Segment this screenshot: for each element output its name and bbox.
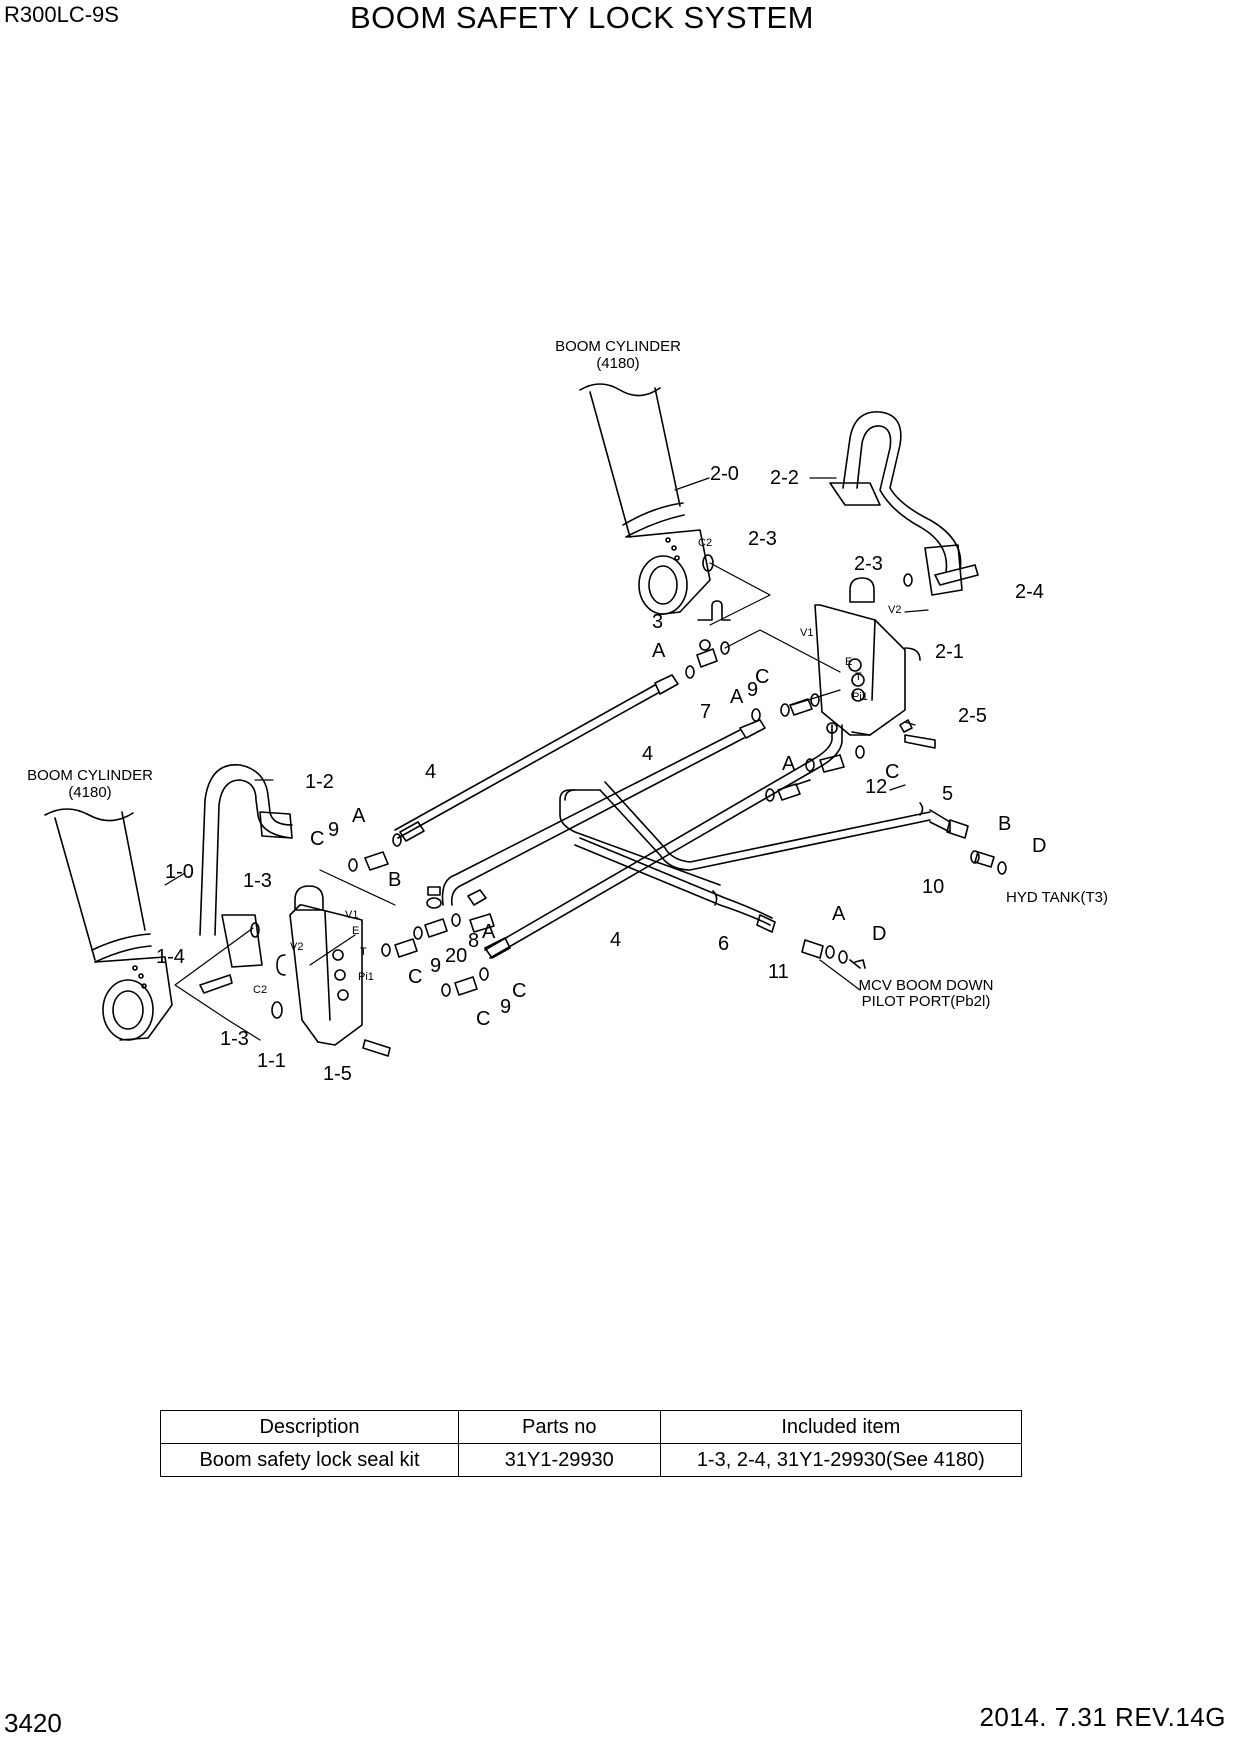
mcv-label-line1: MCV BOOM DOWN	[859, 977, 994, 994]
callout-8: 8	[468, 930, 479, 952]
tube-5	[559, 781, 951, 886]
model-number: R300LC-9S	[4, 2, 119, 27]
valve-block-2-1	[814, 577, 921, 736]
callout-B-2: B	[998, 813, 1011, 835]
part-callouts: 2-0 2-2 2-3 2-3 2-4 2-1 2-5 3 7 12 1-0 1…	[156, 463, 1046, 1085]
tube-1-2	[199, 764, 293, 968]
callout-4-b: 4	[642, 743, 653, 765]
callout-2-3-top: 2-3	[748, 528, 777, 550]
callout-D-2: D	[872, 923, 886, 945]
port-c2-upper: C2	[698, 537, 712, 549]
callout-7: 7	[700, 701, 711, 723]
callout-C-2: C	[755, 666, 769, 688]
revision-date: 2014. 7.31 REV.14G	[979, 1702, 1226, 1732]
hose-4-middle	[441, 719, 766, 906]
header-description: Description	[160, 1410, 459, 1444]
header-included-item: Included item	[659, 1410, 1023, 1444]
port-marks: C2 V2 V1 E T Pi1 C2 V1 V2 E T Pi1	[253, 537, 901, 996]
callout-2-4: 2-4	[1015, 581, 1044, 603]
callout-C-6: C	[476, 1008, 490, 1030]
callout-3: 3	[652, 611, 663, 633]
callout-1-5: 1-5	[323, 1063, 352, 1085]
upper-boom-cylinder	[579, 383, 711, 616]
callout-9-b: 9	[747, 679, 758, 701]
port-e-upper: E	[845, 656, 852, 668]
callout-1-3-top: 1-3	[243, 870, 272, 892]
hose-4-upper	[394, 674, 679, 842]
callout-C-4: C	[408, 966, 422, 988]
callout-9-d: 9	[500, 996, 511, 1018]
callout-A-1: A	[652, 640, 666, 662]
port-pi1-upper: Pi1	[852, 691, 868, 703]
tube-2-2	[829, 411, 963, 596]
mcv-label-line2: PILOT PORT(Pb2l)	[862, 993, 991, 1010]
page-title: BOOM SAFETY LOCK SYSTEM	[350, 0, 814, 35]
callout-11: 11	[768, 961, 789, 983]
lower-boom-cylinder	[44, 808, 173, 1041]
callout-2-2: 2-2	[770, 467, 799, 489]
callout-2-3-right: 2-3	[854, 553, 883, 575]
callout-A-3: A	[782, 753, 796, 775]
port-e-lower: E	[352, 925, 359, 937]
callout-A-6: A	[832, 903, 846, 925]
fittings-upper	[685, 554, 979, 802]
port-t-lower: T	[360, 946, 367, 958]
port-v1-lower: V1	[345, 909, 358, 921]
header-parts-no: Parts no	[457, 1410, 661, 1444]
routing-lines	[164, 477, 929, 1041]
callout-C-1: C	[310, 828, 324, 850]
callout-C-5: C	[512, 980, 526, 1002]
callout-4-c: 4	[610, 929, 621, 951]
callout-9-c: 9	[430, 955, 441, 977]
page-number: 3420	[4, 1708, 62, 1738]
callout-1-1: 1-1	[257, 1050, 286, 1072]
callout-9-a: 9	[328, 819, 339, 841]
table-row: Boom safety lock seal kit 31Y1-29930 1-3…	[160, 1443, 1023, 1477]
port-c2-lower: C2	[253, 984, 267, 996]
callout-B-1: B	[388, 869, 401, 891]
callout-1-0: 1-0	[165, 861, 194, 883]
callout-10: 10	[922, 876, 944, 898]
callout-6: 6	[718, 933, 729, 955]
parts-table-header: Description Parts no Included item	[160, 1410, 1023, 1444]
callout-2-0: 2-0	[710, 463, 739, 485]
port-pi1-lower: Pi1	[358, 971, 374, 983]
callout-4-a: 4	[425, 761, 436, 783]
callout-1-2: 1-2	[305, 771, 334, 793]
cell-parts-no: 31Y1-29930	[457, 1443, 661, 1477]
callout-2-5: 2-5	[958, 705, 987, 727]
hose-6	[574, 837, 776, 933]
callout-C-3: C	[885, 761, 899, 783]
callout-A-4: A	[352, 805, 366, 827]
callout-A-2: A	[730, 686, 744, 708]
port-v1-upper: V1	[800, 627, 813, 639]
callout-D-1: D	[1032, 835, 1046, 857]
cell-description: Boom safety lock seal kit	[160, 1443, 459, 1477]
callout-12: 12	[865, 776, 887, 798]
callout-5: 5	[942, 783, 953, 805]
parts-table: Description Parts no Included item Boom …	[160, 1410, 1023, 1477]
valve-block-1-1	[276, 885, 363, 1046]
port-v2-lower: V2	[290, 941, 303, 953]
callout-2-1: 2-1	[935, 641, 964, 663]
boom-cylinder-label-upper: BOOM CYLINDER	[555, 338, 681, 355]
hyd-tank-label: HYD TANK(T3)	[1006, 889, 1108, 906]
callout-1-4: 1-4	[156, 946, 185, 968]
callout-1-3-bottom: 1-3	[220, 1028, 249, 1050]
cell-included-item: 1-3, 2-4, 31Y1-29930(See 4180)	[659, 1443, 1023, 1477]
port-v2-upper: V2	[888, 604, 901, 616]
callout-A-5: A	[482, 921, 496, 943]
boom-cylinder-ref-upper: (4180)	[596, 355, 639, 372]
boom-cylinder-label-lower: BOOM CYLINDER	[27, 767, 153, 784]
port-t-upper: T	[855, 671, 862, 683]
boom-cylinder-ref-lower: (4180)	[68, 784, 111, 801]
callout-20: 20	[445, 945, 467, 967]
